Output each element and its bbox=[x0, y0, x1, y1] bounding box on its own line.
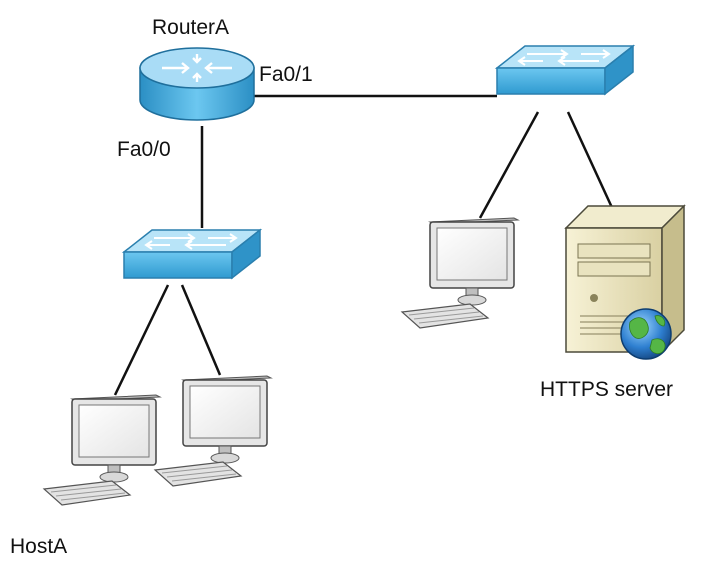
connections bbox=[113, 94, 616, 396]
workstation-icon bbox=[401, 217, 519, 329]
switch-icon bbox=[123, 229, 261, 279]
host-a-label: HostA bbox=[10, 535, 67, 558]
link-right-switch-workstation bbox=[478, 111, 540, 219]
router-port-fa01-label: Fa0/1 bbox=[259, 63, 313, 86]
workstation-icon bbox=[43, 394, 161, 506]
router-port-fa00-label: Fa0/0 bbox=[117, 138, 171, 161]
switch-icon bbox=[496, 45, 634, 95]
https-server-label: HTTPS server bbox=[540, 378, 673, 401]
router-label: RouterA bbox=[152, 16, 229, 39]
globe-icon bbox=[620, 308, 672, 360]
link-left-switch-host-1 bbox=[113, 284, 170, 396]
server-icon bbox=[564, 204, 686, 354]
link-left-switch-host-2 bbox=[180, 284, 222, 376]
workstation-icon bbox=[154, 375, 272, 487]
link-right-switch-server bbox=[566, 111, 616, 213]
router-icon bbox=[139, 47, 255, 121]
